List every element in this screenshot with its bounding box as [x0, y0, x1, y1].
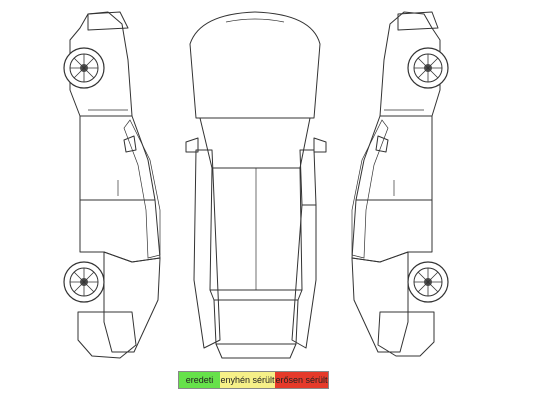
right-front-bumper [397, 11, 439, 31]
left-side-windows [123, 119, 161, 259]
top-right-mirror [313, 137, 327, 153]
legend-heavy-damage: erősen sérült [275, 372, 328, 388]
windshield [199, 117, 311, 169]
left-rear-quarter-panel[interactable] [103, 251, 161, 353]
left-mirror [123, 135, 137, 153]
top-view [185, 11, 327, 359]
left-pillar-strip-panel[interactable] [193, 149, 221, 349]
right-rear-wheel [407, 261, 449, 303]
left-side-view [63, 11, 161, 359]
top-left-mirror [185, 137, 199, 153]
left-rear-bumper [77, 311, 137, 359]
left-rear-wheel [63, 261, 105, 303]
trunk-panel[interactable] [213, 299, 299, 345]
legend-original: eredeti [179, 372, 220, 388]
left-front-wheel [63, 47, 105, 89]
hood-crease [225, 18, 285, 23]
right-side-windows [351, 119, 389, 259]
damage-legend: eredeti enyhén sérült erősen sérült [178, 371, 329, 389]
right-mirror [375, 135, 389, 153]
right-pillar-strip-rear-panel[interactable] [291, 204, 317, 349]
hood-panel[interactable] [189, 11, 321, 119]
left-front-door-panel[interactable] [79, 115, 156, 201]
left-front-bumper [87, 11, 129, 31]
right-rear-bumper [377, 311, 435, 357]
right-front-wheel [407, 47, 449, 89]
right-side-view [351, 11, 449, 357]
top-rear-bumper [215, 343, 297, 359]
right-rear-quarter-panel[interactable] [351, 251, 409, 353]
legend-light-damage: enyhén sérült [220, 372, 275, 388]
rear-window [209, 289, 303, 301]
